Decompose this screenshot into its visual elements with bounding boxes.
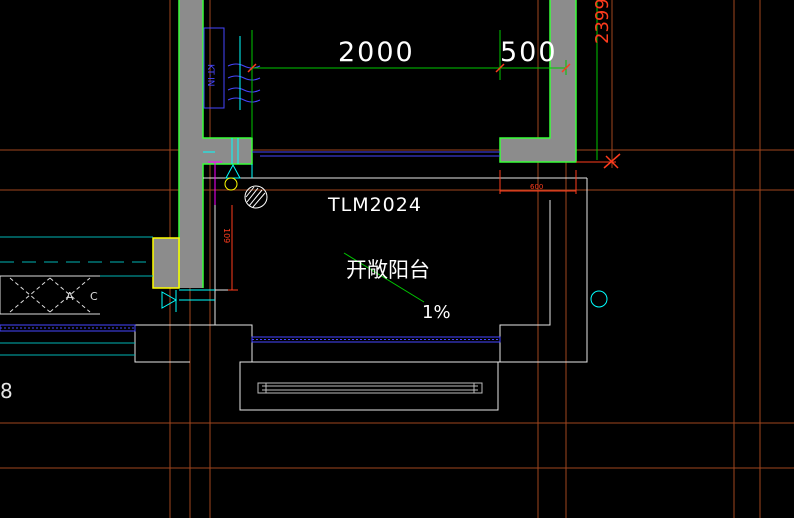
door-label: TLM2024 <box>327 194 422 216</box>
right-dimension <box>576 0 621 169</box>
dimension-top-right: 2399 <box>592 0 613 44</box>
drain-marker <box>208 161 241 205</box>
railing-line <box>0 324 501 343</box>
dimension-side: 500 <box>500 37 558 68</box>
room-label: 开敞阳台 <box>346 258 430 282</box>
right-wall <box>499 0 577 163</box>
vertical-pipes <box>203 138 500 178</box>
balcony-outline <box>134 177 588 411</box>
dimension-small-vertical: 109 <box>222 228 231 243</box>
left-edge-text: 8 <box>0 379 13 403</box>
ac-unit-symbol <box>0 275 100 315</box>
slope-label: 1% <box>422 302 451 323</box>
column-block <box>152 237 180 289</box>
dimension-main: 2000 <box>338 37 415 68</box>
ac-label-a: A <box>66 290 74 303</box>
slope-leader-line <box>343 252 425 303</box>
ac-label-c: C <box>90 290 98 303</box>
window-symbol <box>257 382 483 394</box>
small-dimension-600 <box>499 170 577 194</box>
left-wall <box>178 0 253 288</box>
small-dimension-vertical <box>228 205 238 291</box>
top-dimension-ticks <box>247 63 571 73</box>
kt-in-label: KT-IN <box>205 64 215 87</box>
top-dimension <box>251 30 567 138</box>
axis-marker-circle <box>590 290 608 308</box>
floor-drain-icon <box>244 185 268 209</box>
dimension-small-right: 600 <box>530 183 543 191</box>
